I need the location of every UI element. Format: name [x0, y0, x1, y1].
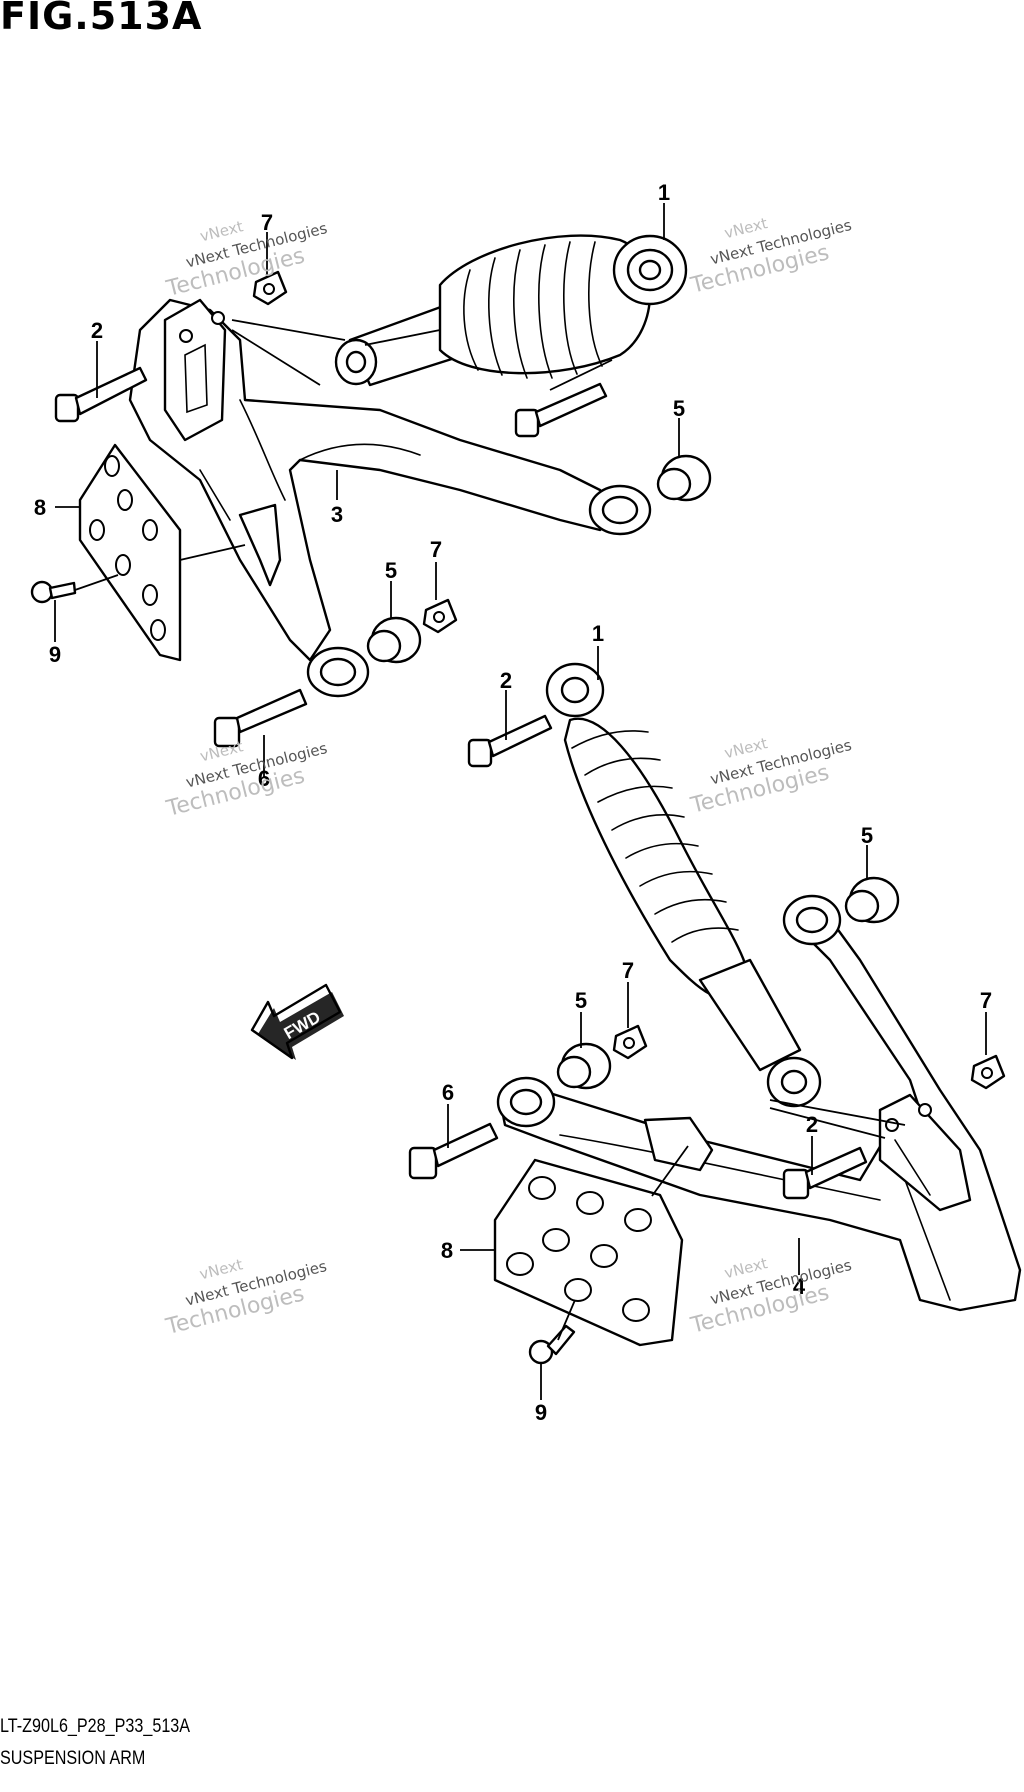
callout-5: 5 [575, 988, 587, 1013]
watermark: vNext vNext Technologies Technologies [163, 217, 329, 302]
shock-absorber-upper [334, 234, 688, 387]
callout-1: 1 [658, 180, 670, 205]
bushing-upper-mid [366, 616, 422, 664]
callout-6: 6 [442, 1080, 454, 1105]
bushing-lower-mid [556, 1042, 612, 1090]
bolt-upper-left [54, 366, 148, 423]
callout-7: 7 [261, 210, 273, 235]
callout-leaders [54, 203, 987, 1400]
callout-5: 5 [385, 558, 397, 583]
lower-assembly [408, 662, 1022, 1365]
nut-upper-top [252, 270, 288, 306]
callout-7: 7 [622, 958, 634, 983]
watermark: vNext vNext Technologies Technologies [688, 734, 854, 819]
watermark: vNext vNext Technologies Technologies [688, 1254, 854, 1339]
bolt-lower-arm [408, 1122, 499, 1180]
bolt-upper-shock [514, 382, 608, 438]
bolt-lower-shock [467, 714, 553, 768]
watermark: vNext vNext Technologies Technologies [163, 737, 329, 822]
figure-title: FIG.513A [0, 0, 203, 38]
figure-code: LT-Z90L6_P28_P33_513A [0, 1716, 191, 1737]
callout-5: 5 [673, 396, 685, 421]
callout-7: 7 [430, 537, 442, 562]
figure-name: SUSPENSION ARM [0, 1748, 146, 1769]
callout-2: 2 [500, 668, 512, 693]
bushing-lower-right [844, 876, 900, 924]
bolt-upper-arm [213, 688, 308, 748]
nut-lower-mid [612, 1024, 648, 1060]
callout-numbers: 1 2 3 5 8 5 7 7 9 6 1 2 5 5 7 7 6 2 8 4 … [34, 180, 992, 1425]
callout-3: 3 [331, 502, 343, 527]
callout-4: 4 [793, 1274, 806, 1299]
nut-lower-right [970, 1054, 1006, 1090]
callout-6: 6 [258, 766, 270, 791]
screw-upper [30, 580, 77, 604]
watermark: vNext vNext Technologies Technologies [163, 1255, 329, 1340]
callout-8: 8 [34, 495, 46, 520]
suspension-arm-upper [128, 298, 652, 698]
callout-5: 5 [861, 823, 873, 848]
nut-upper-mid [422, 598, 458, 634]
screw-lower [528, 1324, 576, 1365]
callout-9: 9 [535, 1400, 547, 1425]
fwd-direction-arrow: FWD [250, 983, 344, 1060]
guard-plate-lower [493, 1158, 684, 1347]
shock-absorber-lower [545, 662, 822, 1108]
suspension-arm-lower [496, 894, 1022, 1312]
callout-7: 7 [980, 988, 992, 1013]
callout-2: 2 [806, 1112, 818, 1137]
callout-9: 9 [49, 642, 61, 667]
callout-8: 8 [441, 1238, 453, 1263]
guard-plate-upper [78, 443, 182, 662]
bushing-upper-right [656, 454, 712, 502]
upper-assembly [30, 234, 712, 748]
watermark: vNext vNext Technologies Technologies [688, 214, 854, 299]
callout-1: 1 [592, 621, 604, 646]
callout-2: 2 [91, 318, 103, 343]
bolt-lower-right [782, 1146, 868, 1200]
